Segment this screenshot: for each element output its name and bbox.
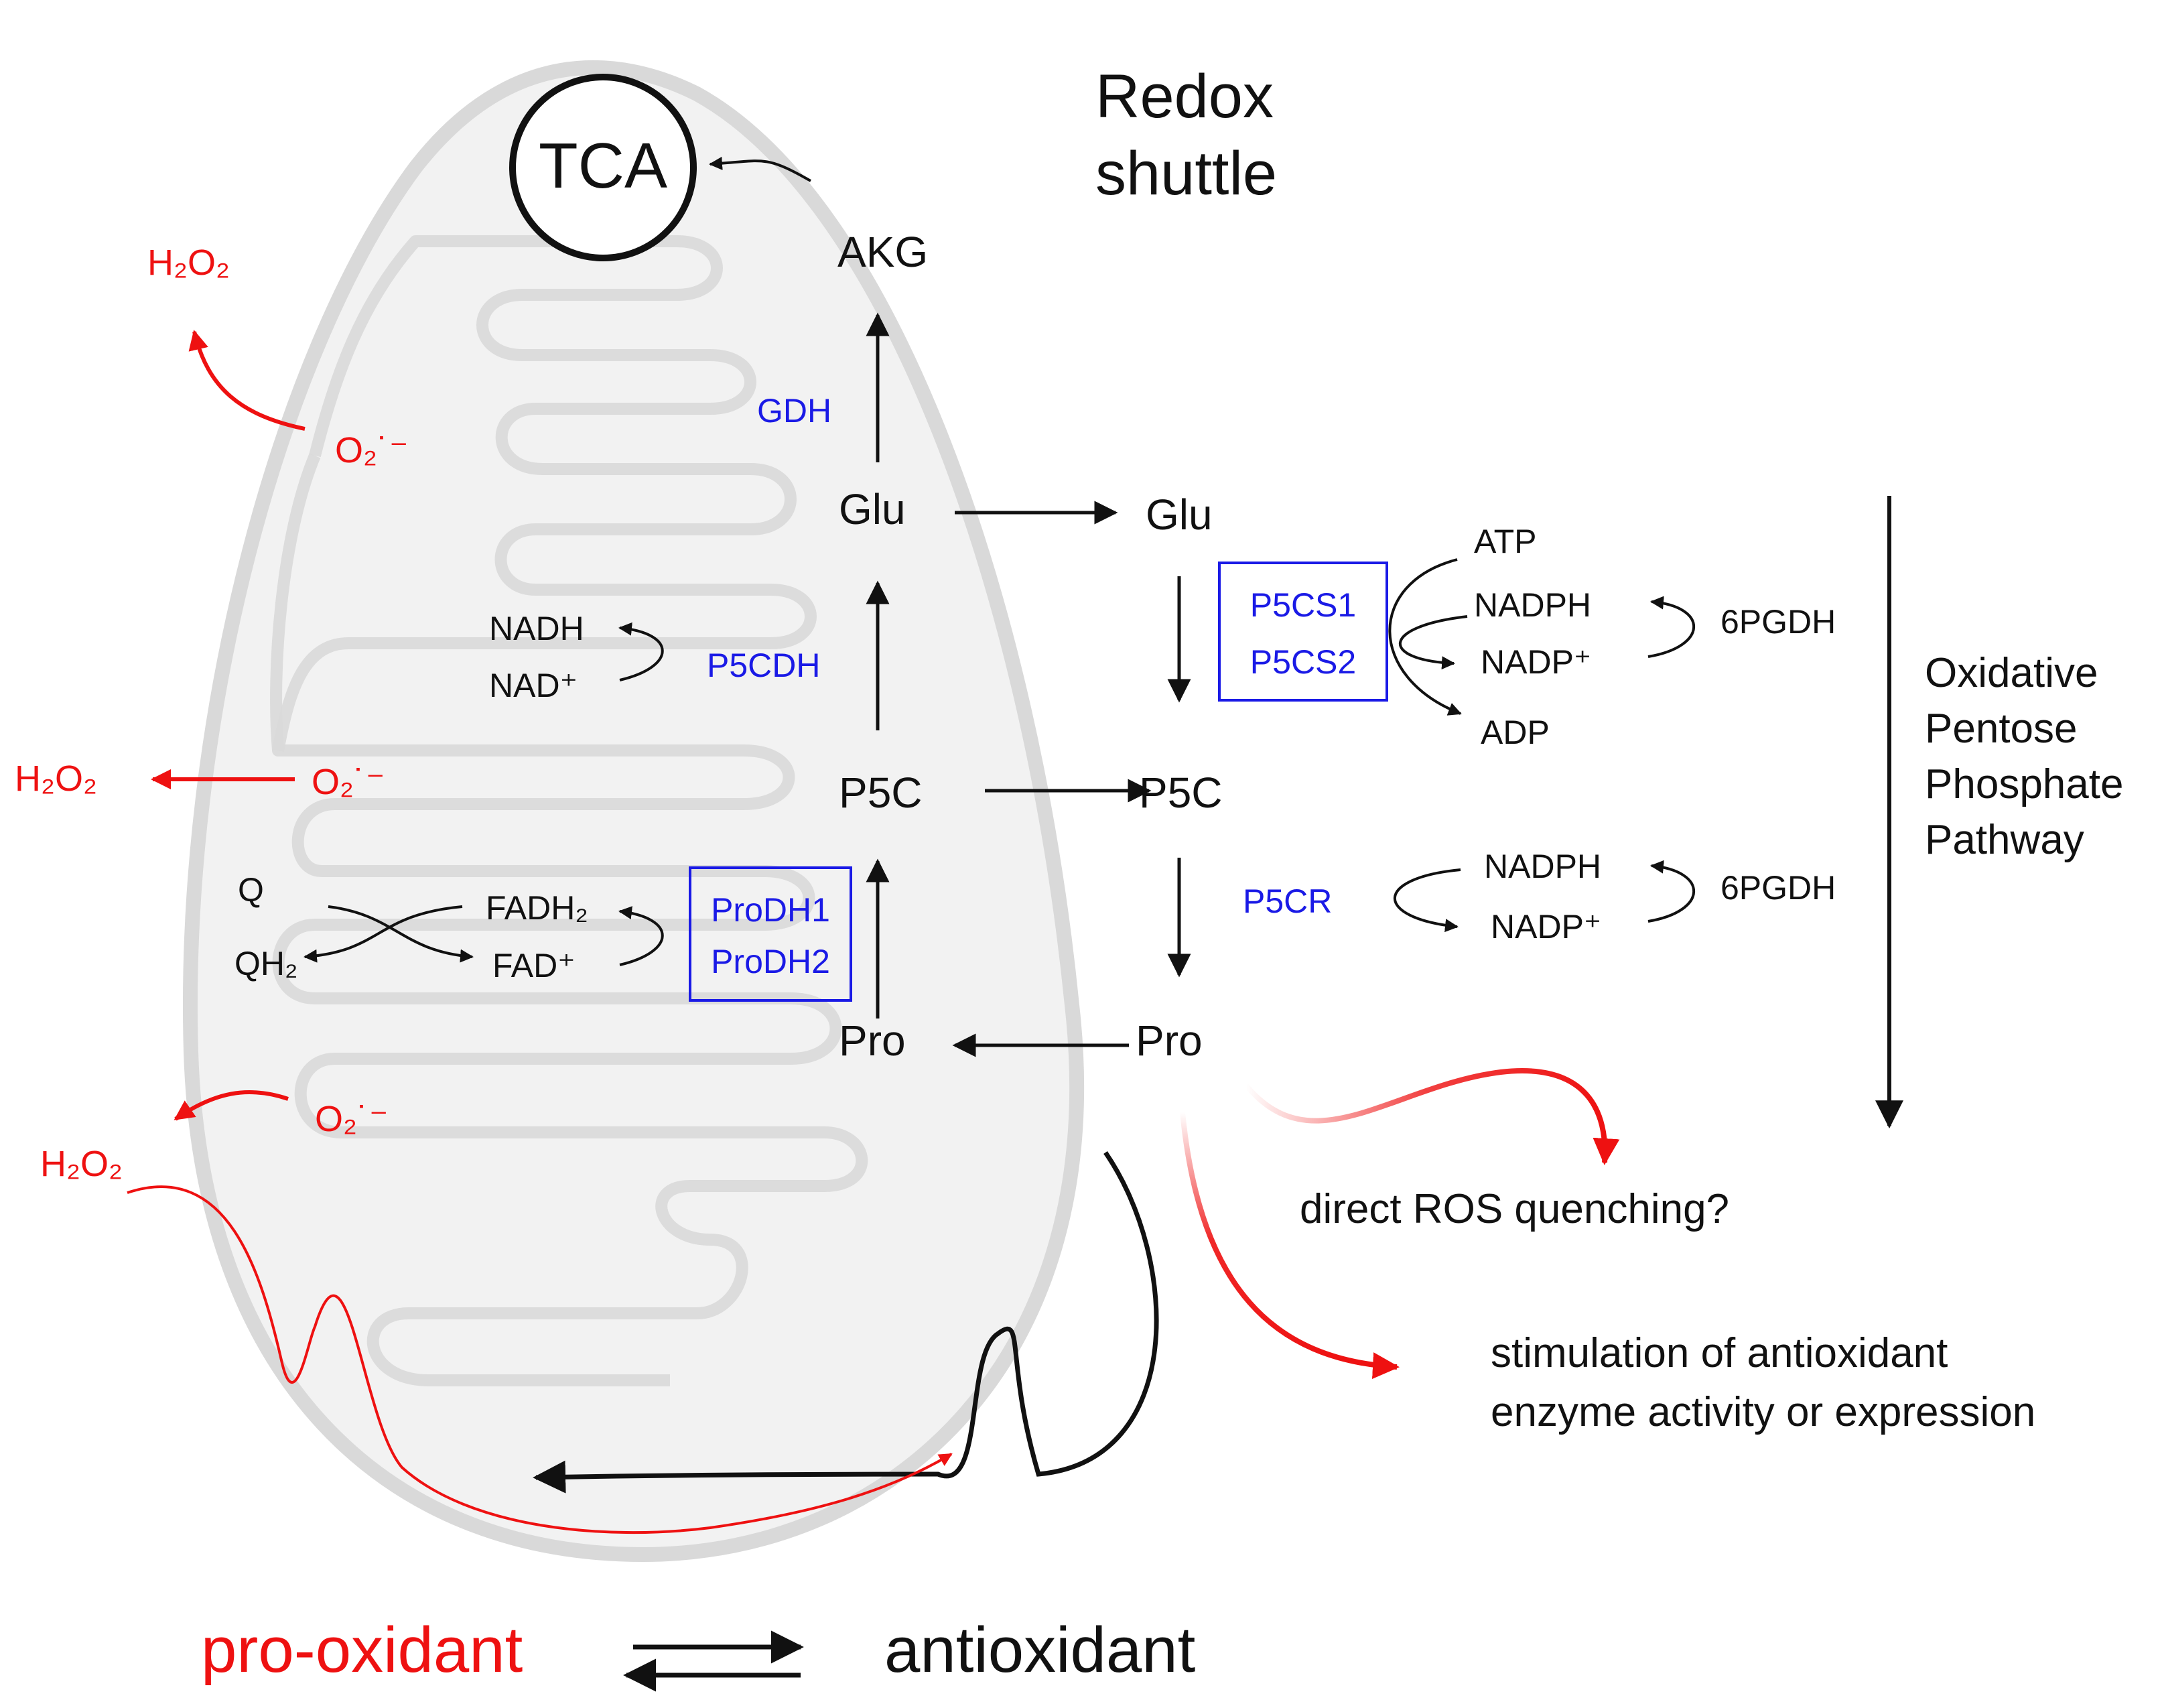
fad-label: FAD⁺ [492,947,576,984]
nadph-1-label: NADPH [1474,586,1591,624]
nadp-1-label: NADP⁺ [1481,643,1591,681]
fad-to-fadh2-arrow [618,906,664,966]
prodh-enzyme-box [689,866,852,1002]
superoxide-low-label: O₂˙⁻ [315,1099,388,1139]
nad-to-nadh-arrow [618,622,664,681]
pro-mito-label: Pro [839,1016,906,1065]
oppp-line-2: Pentose [1925,706,2078,752]
h2o2-mid-label: H₂O₂ [15,759,97,799]
p5c-cyto-label: P5C [1139,769,1223,817]
oppp-line-4: Pathway [1925,817,2084,863]
p5c-mito-label: P5C [839,769,923,817]
pro-cyto-label: Pro [1136,1016,1203,1065]
pro-oxidant-label: pro-oxidant [201,1614,523,1686]
p5cs1-label: P5CS1 [1250,586,1356,624]
oppp-line-3: Phosphate [1925,761,2123,807]
title-line-1: Redox [1095,62,1274,131]
stimulation-line-2: enzyme activity or expression [1491,1389,2035,1435]
fadh2-label: FADH₂ [486,889,588,927]
pgdh-2-regen-arrow [1647,860,1696,923]
tca-cycle-circle [509,74,697,261]
glu-cyto-label: Glu [1146,490,1213,539]
mitochondrion-cristae [270,453,868,1386]
h2o2-top-label: H₂O₂ [147,243,230,283]
pgdh-1-regen-arrow [1647,596,1696,658]
tca-label: TCA [539,130,667,202]
antioxidant-balance-arrow [533,1151,1159,1494]
adp-label: ADP [1481,714,1550,751]
nadph-2-label: NADPH [1484,848,1601,885]
mitochondrion [182,60,1085,1563]
stimulation-line-1: stimulation of antioxidant [1491,1330,1948,1376]
oppp-line-1: Oxidative [1925,650,2098,696]
atp-label: ATP [1474,523,1537,560]
mitochondrion-cristae-upper [272,235,817,752]
qh2-label: QH₂ [234,945,297,982]
gdh-label: GDH [757,392,831,430]
superoxide-to-h2o2-low-arrow [174,1090,289,1121]
fadh2-to-qh2-arrow [303,905,463,963]
prodh1-label: ProDH1 [711,891,830,929]
superoxide-top-label: O₂˙⁻ [335,430,408,470]
pgdh-1-label: 6PGDH [1720,603,1836,641]
antioxidant-stimulation-arrow [1180,1112,1400,1380]
nadh-label: NADH [489,610,584,647]
antioxidant-label: antioxidant [884,1614,1195,1686]
akg-to-tca-arrow [709,156,811,182]
q-to-fad-arrow [328,905,474,963]
nad-label: NAD⁺ [489,667,578,704]
atp-to-adp-arrow [1388,558,1462,716]
superoxide-mid-label: O₂˙⁻ [312,762,385,802]
p5cs-enzyme-box [1218,562,1388,702]
nadph-to-nadp-1-arrow [1399,615,1468,670]
superoxide-to-h2o2-top-arrow [188,330,306,431]
title-line-2: shuttle [1095,139,1277,208]
pro-oxidant-balance-arrow [127,1185,953,1534]
q-label: Q [238,871,264,909]
nadph-to-nadp-2-arrow [1393,868,1461,933]
prodh2-label: ProDH2 [711,943,830,980]
akg-label: AKG [837,228,928,276]
direct-ros-quenching-label: direct ROS quenching? [1300,1186,1729,1232]
p5cs2-label: P5CS2 [1250,643,1356,681]
pgdh-2-label: 6PGDH [1720,869,1836,907]
p5cr-label: P5CR [1243,882,1332,920]
nadp-2-label: NADP⁺ [1491,908,1601,945]
direct-ros-quenching-arrow [1243,1068,1620,1165]
glu-mito-label: Glu [839,485,906,533]
p5cdh-label: P5CDH [707,647,820,684]
h2o2-low-label: H₂O₂ [40,1144,123,1184]
